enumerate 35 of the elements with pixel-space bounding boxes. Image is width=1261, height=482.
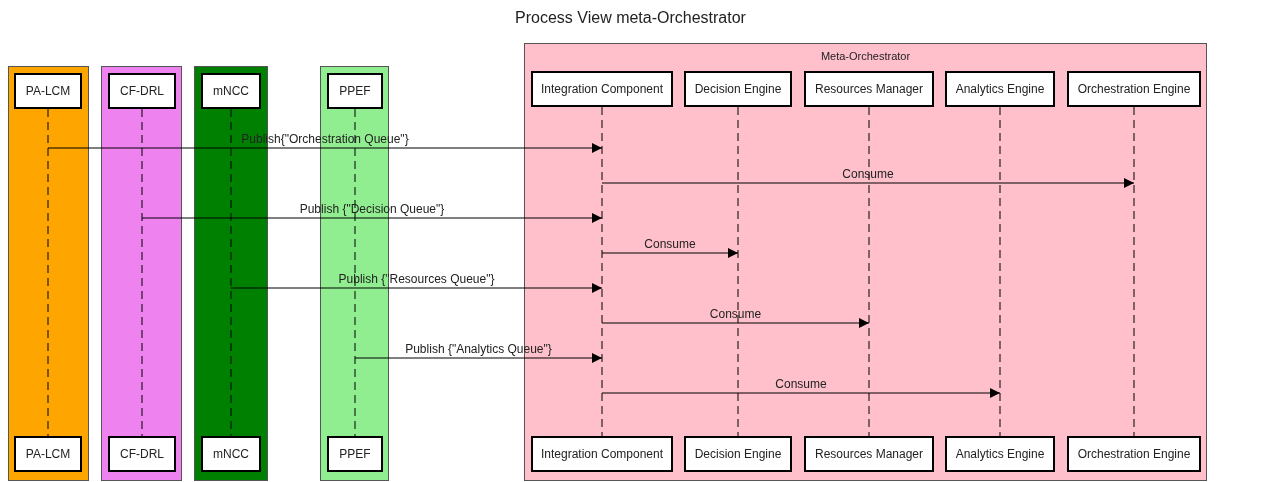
lifeline <box>868 106 870 437</box>
lane-band <box>101 66 182 481</box>
message-label: Consume <box>709 307 762 321</box>
participant-box: PPEF <box>327 436 383 472</box>
lane-band <box>8 66 89 481</box>
participant-box: CF-DRL <box>108 73 176 109</box>
participant-box: PA-LCM <box>14 73 82 109</box>
participant-box: Integration Component <box>531 71 673 107</box>
lifeline <box>230 108 232 437</box>
lifeline <box>47 108 49 437</box>
lifeline <box>1133 106 1135 437</box>
participant-box: Orchestration Engine <box>1067 71 1201 107</box>
participant-box: CF-DRL <box>108 436 176 472</box>
participant-box: Resources Manager <box>804 71 934 107</box>
participant-box: Resources Manager <box>804 436 934 472</box>
message-label: Consume <box>775 377 827 391</box>
participant-box: Decision Engine <box>684 436 792 472</box>
participant-box: PA-LCM <box>14 436 82 472</box>
lifeline <box>737 106 739 437</box>
participant-box: mNCC <box>201 436 261 472</box>
participant-box: Analytics Engine <box>945 71 1055 107</box>
lane-title: Meta-Orchestrator <box>820 50 911 62</box>
lifeline <box>141 108 143 437</box>
lifeline <box>601 106 603 437</box>
lifeline <box>999 106 1001 437</box>
participant-box: Decision Engine <box>684 71 792 107</box>
participant-box: Integration Component <box>531 436 673 472</box>
participant-box: Orchestration Engine <box>1067 436 1201 472</box>
participant-box: PPEF <box>327 73 383 109</box>
lifeline <box>354 108 356 437</box>
diagram-title: Process View meta-Orchestrator <box>515 9 746 27</box>
message-label: Consume <box>842 167 894 181</box>
message-label: Consume <box>644 237 696 251</box>
participant-box: mNCC <box>201 73 261 109</box>
participant-box: Analytics Engine <box>945 436 1055 472</box>
